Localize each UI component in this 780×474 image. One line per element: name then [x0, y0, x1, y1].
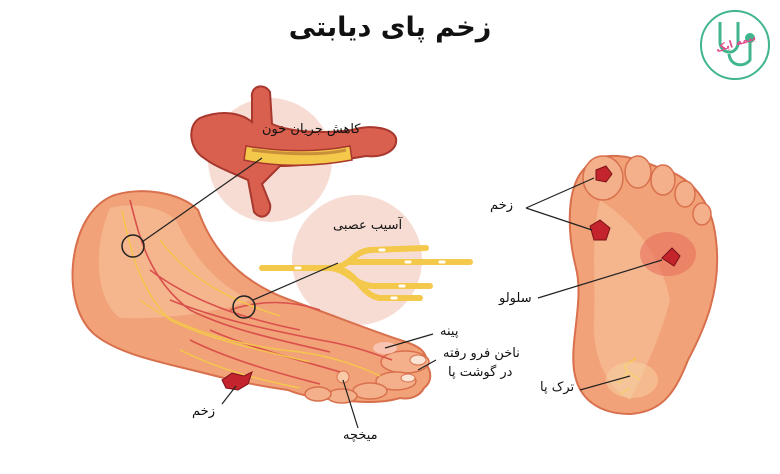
pointer-lines	[141, 157, 663, 429]
nerve-damage-illustration	[259, 245, 473, 301]
side-foot	[71, 190, 432, 404]
toe	[352, 382, 388, 400]
logo: بیمه ایک	[698, 8, 772, 82]
cellulitis-wound	[661, 247, 681, 267]
label-heel-crack: ترک پا	[540, 380, 575, 395]
blood-flow-marker	[121, 234, 145, 258]
toe	[650, 164, 676, 196]
nerves	[121, 209, 381, 389]
toe	[326, 388, 358, 404]
label-ulcer-left: زخم	[192, 404, 215, 419]
label-corn: میخچه	[343, 428, 378, 443]
ulcer-side-foot	[221, 371, 253, 391]
label-cellulitis: سلولو	[499, 291, 532, 306]
ulcer-sole	[589, 219, 611, 241]
label-nerve-damage: آسیب عصبی	[333, 218, 403, 233]
toe	[304, 386, 332, 402]
label-reduced-blood-flow: کاهش جریان خون	[262, 122, 361, 137]
corn-spot	[336, 370, 350, 384]
toe	[674, 180, 696, 208]
label-ulcer-right: زخم	[490, 198, 513, 213]
toe	[624, 155, 652, 189]
label-ingrown-nail-2: در گوشت پا	[448, 365, 513, 380]
label-callus: پینه	[440, 324, 459, 339]
nerve-marker	[232, 295, 256, 319]
stethoscope-icon	[700, 10, 770, 80]
page-title: زخم پای دیابتی	[288, 12, 492, 43]
ulcer-toe	[595, 165, 613, 183]
sole-foot	[568, 154, 719, 416]
toe	[692, 202, 712, 226]
blood-vessel	[190, 85, 398, 218]
label-ingrown-nail-1: ناخن فرو رفته	[443, 346, 520, 361]
